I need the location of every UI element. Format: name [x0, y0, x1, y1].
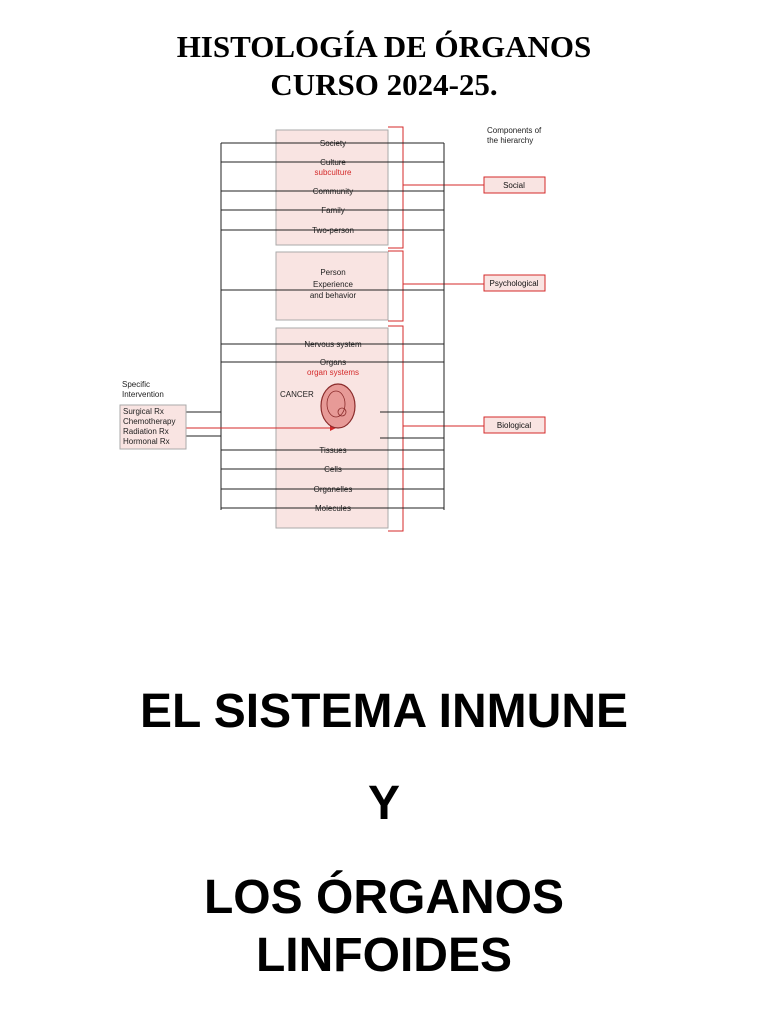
social-box: [275, 129, 389, 246]
social-bracket: [388, 126, 404, 249]
level-culture: Culture: [320, 158, 346, 167]
level-society: Society: [320, 139, 346, 148]
component-social-box: [483, 176, 546, 194]
hierarchy-diagram: Components of the hierarchy Society Cult…: [119, 126, 546, 532]
level-organ-systems: organ systems: [307, 368, 359, 377]
level-molecules: Molecules: [315, 504, 351, 513]
intervention-hormonal: Hormonal Rx: [123, 437, 170, 446]
cancer-label: CANCER: [280, 390, 314, 399]
intervention-chemotherapy: Chemotherapy: [123, 417, 175, 426]
components-title-1: Components of: [487, 126, 542, 135]
title-line-1: EL SISTEMA INMUNE: [139, 685, 629, 738]
level-organelles: Organelles: [314, 485, 353, 494]
level-tissues: Tissues: [319, 446, 346, 455]
level-behavior: and behavior: [310, 291, 357, 300]
intervention-box: [119, 404, 187, 450]
title-line-4: LINFOIDES: [255, 929, 512, 982]
level-cells: Cells: [324, 465, 342, 474]
psychological-box: [275, 251, 389, 321]
intervention-title-1: Specific: [122, 380, 150, 389]
biological-bracket: [388, 325, 404, 532]
level-lines: [221, 142, 444, 509]
header-line-1: HISTOLOGÍA DE ÓRGANOS: [176, 29, 592, 64]
component-biological-box: [483, 416, 546, 434]
title-line-2: Y: [367, 777, 400, 830]
title-line-3: LOS ÓRGANOS: [203, 871, 565, 924]
component-biological-label: Biological: [497, 421, 531, 430]
intervention-radiation: Radiation Rx: [123, 427, 169, 436]
level-two-person: Two-person: [312, 226, 354, 235]
hierarchy-figure: Components of the hierarchy Society Cult…: [0, 110, 768, 540]
intervention-title-2: Intervention: [122, 390, 164, 399]
component-psychological-box: [483, 274, 546, 292]
level-family: Family: [321, 206, 345, 215]
level-person: Person: [320, 268, 345, 277]
level-subculture: subculture: [315, 168, 352, 177]
level-nervous-system: Nervous system: [304, 340, 362, 349]
components-title-2: the hierarchy: [487, 136, 533, 145]
intervention-surgical: Surgical Rx: [123, 407, 164, 416]
cancer-icon: [320, 383, 356, 429]
level-experience: Experience: [313, 280, 354, 289]
component-psychological-label: Psychological: [490, 279, 539, 288]
psychological-bracket: [388, 250, 404, 322]
document-header: HISTOLOGÍA DE ÓRGANOS CURSO 2024-25.: [0, 28, 768, 104]
header-line-2: CURSO 2024-25.: [270, 67, 498, 102]
component-social-label: Social: [503, 181, 525, 190]
level-community: Community: [313, 187, 353, 196]
level-organs: Organs: [320, 358, 346, 367]
